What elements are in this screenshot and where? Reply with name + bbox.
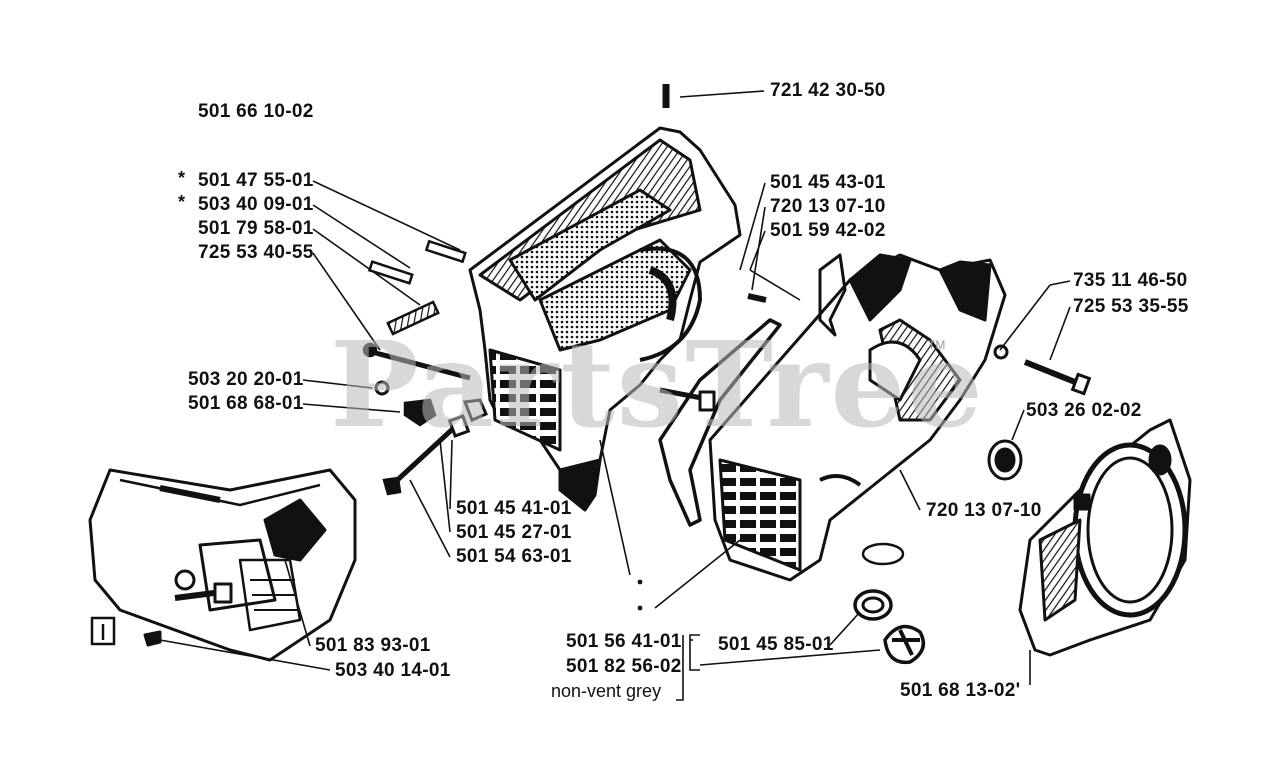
- part-label-501-45-85-01: 501 45 85-01: [718, 634, 834, 655]
- pins-and-bolts: [362, 239, 488, 496]
- info-box-icon: [90, 616, 116, 646]
- saw-body: [88, 468, 357, 662]
- part-label-501-59-42-02: 501 59 42-02: [770, 220, 886, 241]
- part-label-720-13-07-10-cover: 720 13 07-10: [926, 500, 1042, 521]
- part-label-720-13-07-10: 720 13 07-10: [770, 196, 886, 217]
- part-label-501-79-58-01: 501 79 58-01: [198, 218, 314, 239]
- part-label-735-11-46-50: 735 11 46-50: [1073, 270, 1188, 291]
- small-parts-right: [853, 344, 1092, 665]
- part-label-501-68-68-01: 501 68 68-01: [188, 393, 304, 414]
- starter-cover: [1018, 418, 1192, 657]
- part-label-501-83-93-01: 501 83 93-01: [315, 635, 431, 656]
- trademark-mark: TM: [928, 338, 946, 352]
- part-label-503-20-20-01: 503 20 20-01: [188, 369, 304, 390]
- crankcase-housing: [468, 84, 742, 512]
- part-label-725-53-40-55: 725 53 40-55: [198, 242, 314, 263]
- part-note-non-vent-grey: non-vent grey: [551, 681, 662, 701]
- part-label-501-68-13-02: 501 68 13-02': [900, 680, 1021, 701]
- asterisk-marker: *: [178, 192, 186, 212]
- part-label-721-42-30-50: 721 42 30-50: [770, 80, 886, 101]
- part-label-503-26-02-02: 503 26 02-02: [1026, 400, 1142, 421]
- asterisk-marker: *: [178, 168, 186, 188]
- part-label-501-45-43-01: 501 45 43-01: [770, 172, 886, 193]
- part-label-501-82-56-02: 501 82 56-02: [566, 656, 682, 677]
- part-label-501-66-10-02: 501 66 10-02: [198, 101, 314, 122]
- part-label-501-47-55-01: 501 47 55-01: [198, 170, 314, 191]
- part-label-503-40-09-01: 503 40 09-01: [198, 194, 314, 215]
- leader-lines: [159, 90, 1071, 701]
- part-label-501-54-63-01: 501 54 63-01: [456, 546, 572, 567]
- part-label-503-40-14-01: 503 40 14-01: [335, 660, 451, 681]
- watermark: PartsTree: [330, 315, 985, 454]
- right-housing-cover: [658, 253, 1007, 582]
- reference-dots: [637, 579, 643, 611]
- part-label-501-45-41-01: 501 45 41-01: [456, 498, 572, 519]
- part-label-725-53-35-55: 725 53 35-55: [1073, 296, 1189, 317]
- part-label-501-45-27-01: 501 45 27-01: [456, 522, 572, 543]
- part-label-501-56-41-01: 501 56 41-01: [566, 631, 682, 652]
